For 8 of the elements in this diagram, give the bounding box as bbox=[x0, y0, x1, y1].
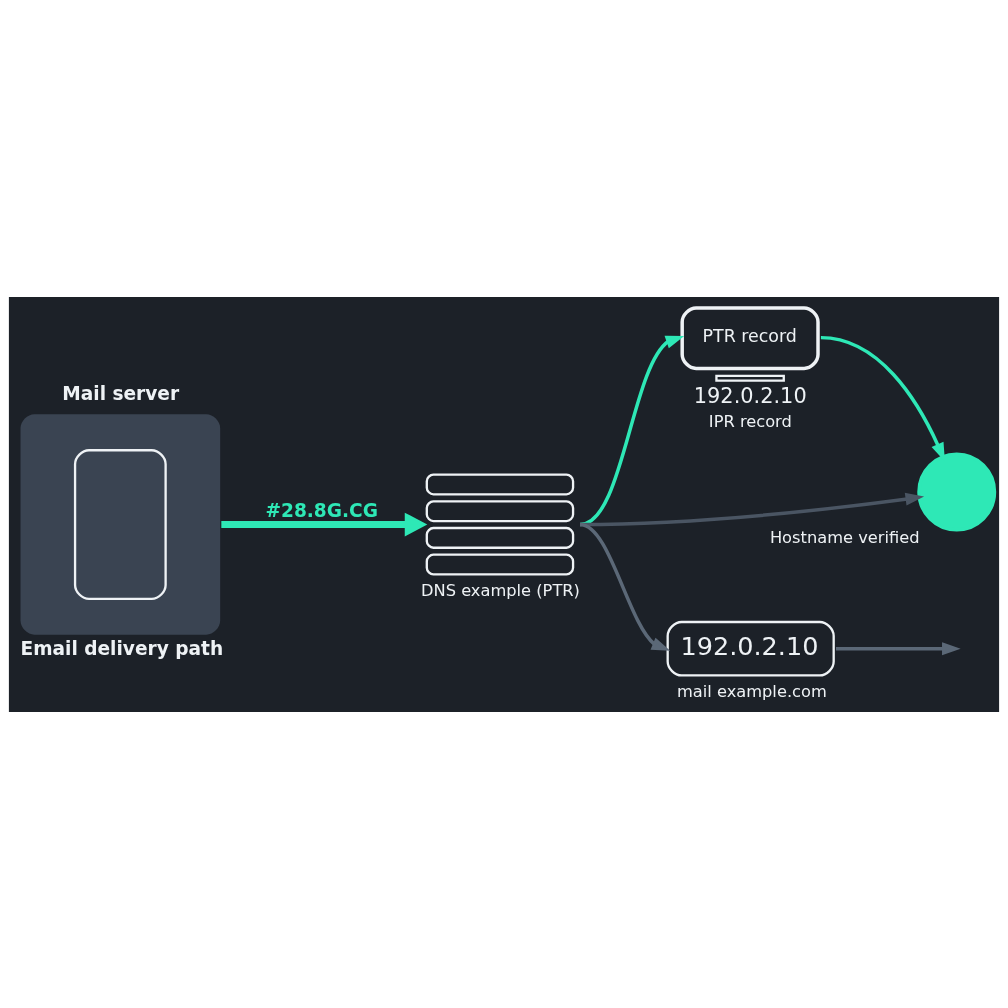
node-label: DNS example (PTR) bbox=[421, 580, 580, 600]
node-label: Email delivery path bbox=[20, 637, 224, 659]
node-label: IPR record bbox=[708, 411, 792, 431]
node-label: Mail server bbox=[62, 382, 180, 404]
node-label: 192.0.2.10 bbox=[693, 383, 807, 408]
node-label: mail example.com bbox=[676, 681, 827, 701]
node-label: Hostname verified bbox=[769, 527, 920, 547]
edge-label: #28.8G.CG bbox=[265, 499, 378, 521]
